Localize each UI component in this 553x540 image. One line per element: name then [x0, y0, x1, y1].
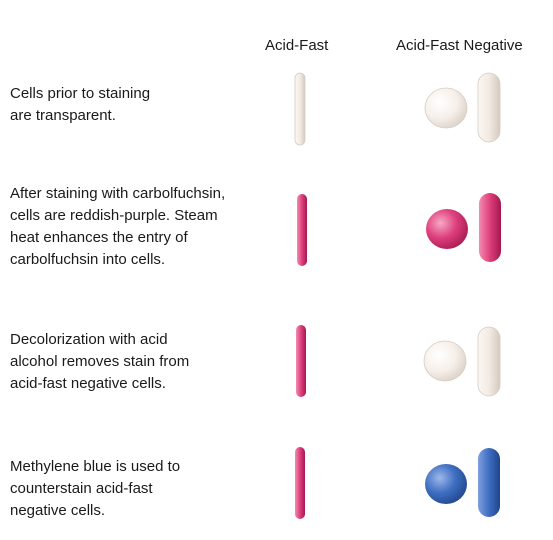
row-3-acid-fast-rod — [296, 325, 306, 397]
row-1-negative-rod — [477, 72, 501, 143]
row-3-negative-rod — [477, 326, 501, 397]
step-4-text: Methylene blue is used to counterstain a… — [10, 458, 181, 519]
column-header-acid-fast: Acid-Fast — [265, 37, 329, 54]
row-4-negative-coccus — [425, 464, 467, 504]
row-1-acid-fast-rod — [294, 72, 306, 146]
step-2-text: After staining with carbolfuchsin, cells… — [10, 185, 226, 268]
row-4-acid-fast-rod — [295, 447, 305, 519]
step-3-text: Decolorization with acid alcohol removes… — [10, 331, 190, 392]
row-4-negative-rod — [478, 448, 500, 517]
row-1-negative-coccus — [424, 87, 468, 129]
column-header-acid-fast-negative: Acid-Fast Negative — [396, 37, 523, 54]
step-1-text: Cells prior to staining are transparent. — [10, 85, 151, 124]
row-2-acid-fast-rod — [297, 194, 307, 266]
row-2-negative-rod — [479, 193, 501, 262]
row-2-negative-coccus — [426, 209, 468, 249]
row-3-negative-coccus — [423, 340, 467, 382]
